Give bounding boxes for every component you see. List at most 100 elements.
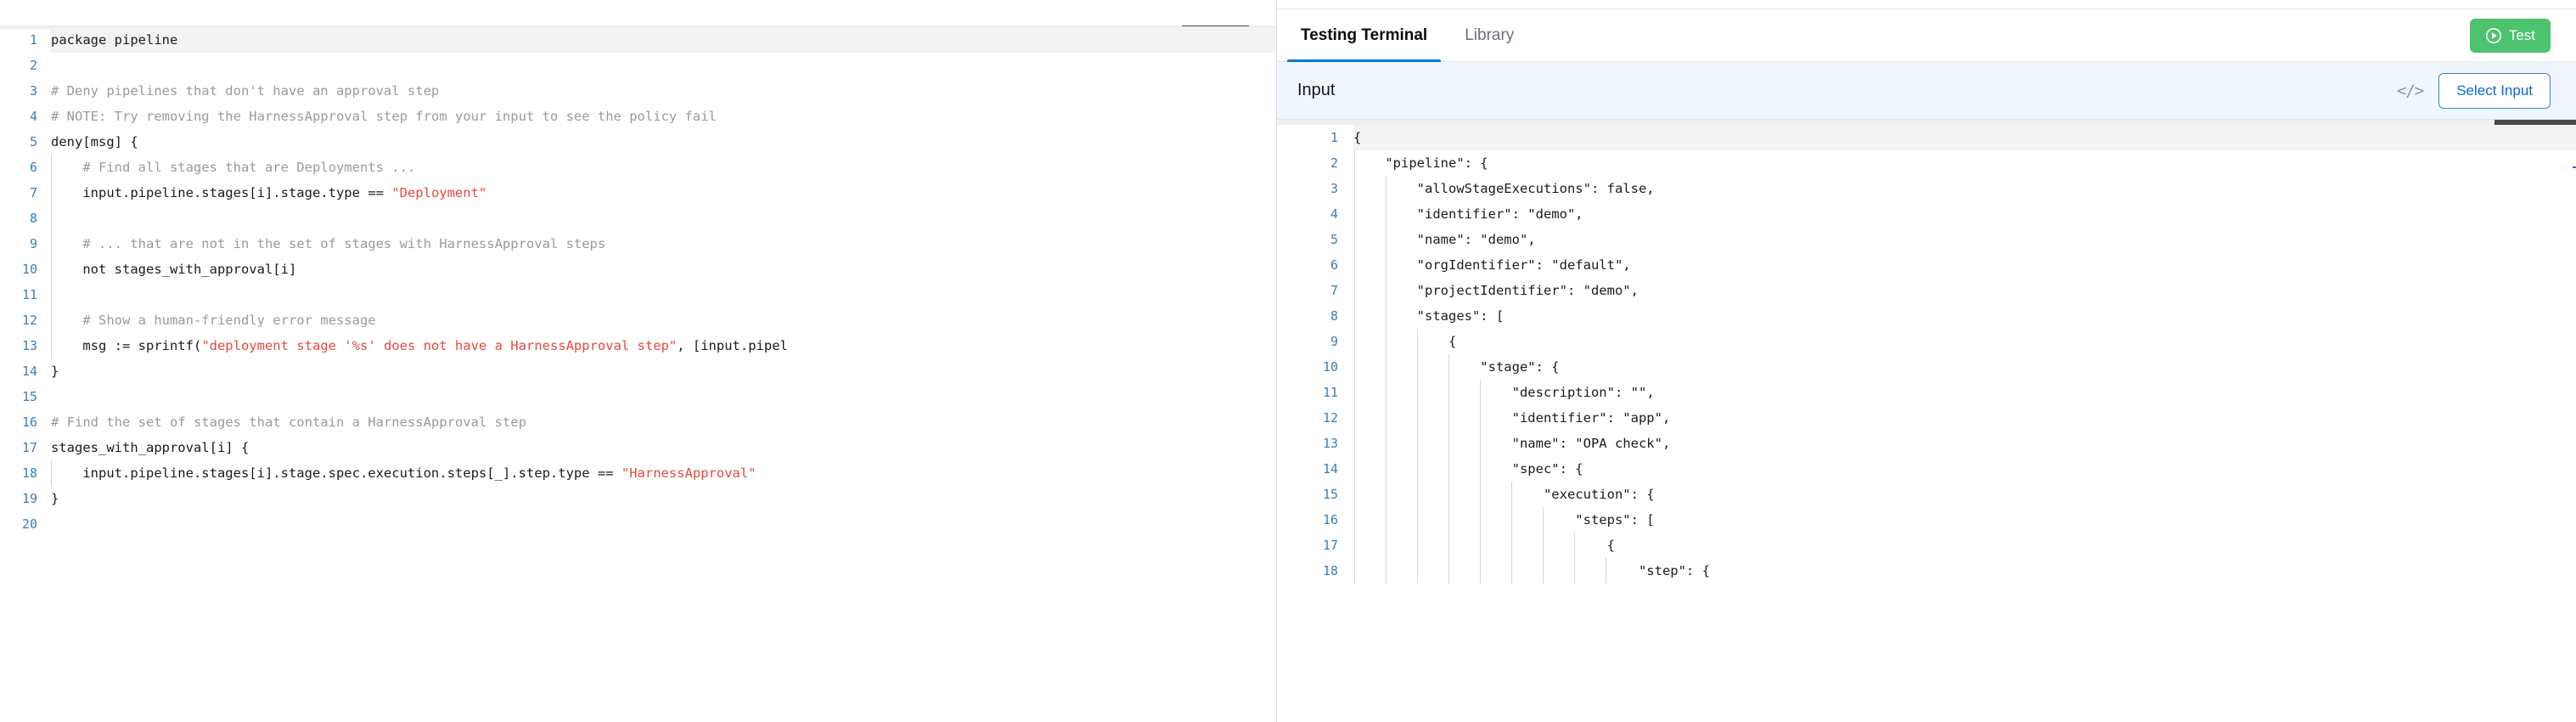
json-line[interactable]: 7 "projectIdentifier": "demo", [1277, 278, 2576, 303]
json-line[interactable]: 14 "spec": { [1277, 456, 2576, 482]
json-line-number: 18 [1322, 563, 1338, 578]
json-line-text: "spec": { [1353, 456, 2576, 482]
line-number: 2 [29, 58, 37, 73]
code-line[interactable]: 9 # ... that are not in the set of stage… [0, 231, 1276, 257]
code-token-ident: , [input.pipel [677, 338, 788, 353]
gutter-gap [37, 78, 50, 104]
json-line-text: "step": { [1353, 558, 2576, 584]
gutter-gap [37, 27, 50, 53]
json-line[interactable]: 6 "orgIdentifier": "default", [1277, 252, 2576, 278]
code-line[interactable]: 6 # Find all stages that are Deployments… [0, 155, 1276, 180]
json-line-text: "projectIdentifier": "demo", [1353, 278, 2576, 303]
code-line[interactable]: 11 [0, 282, 1276, 307]
json-token: { [1353, 334, 1457, 349]
code-line-text: input.pipeline.stages[i].stage.type == "… [50, 180, 1276, 206]
code-token-ident: stages_with_approval[i] { [51, 440, 250, 455]
test-button[interactable]: Test [2469, 18, 2551, 53]
json-line-number: 5 [1330, 232, 1338, 247]
select-input-button[interactable]: Select Input [2438, 72, 2551, 109]
tab-library[interactable]: Library [1446, 9, 1533, 62]
line-number: 18 [21, 465, 37, 481]
indent-guide [1448, 354, 1449, 380]
code-line[interactable]: 7 input.pipeline.stages[i].stage.type ==… [0, 180, 1276, 206]
indent-guide [1448, 533, 1449, 558]
json-line[interactable]: 8 "stages": [ [1277, 303, 2576, 329]
json-gutter-gap [1338, 482, 1353, 507]
tab-testing-terminal[interactable]: Testing Terminal [1282, 9, 1446, 63]
code-line[interactable]: 13 msg := sprintf("deployment stage '%s'… [0, 333, 1276, 358]
json-line[interactable]: 1{ [1277, 125, 2576, 150]
indent-guide [1448, 405, 1449, 431]
code-line[interactable]: 2 [0, 53, 1276, 78]
indent-guide [51, 155, 52, 180]
code-line-text: # Show a human-friendly error message [50, 307, 1276, 333]
code-line[interactable]: 18 input.pipeline.stages[i].stage.spec.e… [0, 460, 1276, 486]
json-token: "identifier": "demo", [1353, 206, 1583, 222]
line-number: 11 [21, 287, 37, 302]
line-number: 15 [21, 389, 37, 404]
json-horizontal-scroll-track[interactable] [1277, 120, 2576, 125]
indent-guide [1417, 380, 1418, 405]
indent-guide [1354, 354, 1355, 380]
code-line[interactable]: 8 [0, 206, 1276, 231]
json-line[interactable]: 17 { [1277, 533, 2576, 558]
code-line-text: not stages_with_approval[i] [50, 257, 1276, 282]
json-line[interactable]: 5 "name": "demo", [1277, 227, 2576, 252]
page-scroll-nub[interactable] [2573, 166, 2576, 168]
json-code-area[interactable]: 1{2 "pipeline": {3 "allowStageExecutions… [1277, 125, 2576, 722]
code-line[interactable]: 10 not stages_with_approval[i] [0, 257, 1276, 282]
code-line[interactable]: 15 [0, 384, 1276, 409]
json-line[interactable]: 11 "description": "", [1277, 380, 2576, 405]
json-line[interactable]: 15 "execution": { [1277, 482, 2576, 507]
code-token-cmt: # Show a human-friendly error message [51, 313, 376, 328]
indent-guide [51, 257, 52, 282]
json-gutter-gap [1338, 252, 1353, 278]
json-line-number: 13 [1322, 436, 1338, 451]
json-token: "pipeline": { [1353, 155, 1488, 171]
indent-guide [1354, 482, 1355, 507]
json-line-text: { [1353, 329, 2576, 354]
indent-guide [51, 231, 52, 257]
code-line-text: # Find the set of stages that contain a … [50, 409, 1276, 435]
json-line[interactable]: 16 "steps": [ [1277, 507, 2576, 533]
code-line[interactable]: 19} [0, 486, 1276, 511]
json-line[interactable]: 9 { [1277, 329, 2576, 354]
gutter-gap [37, 129, 50, 155]
indent-guide [1417, 558, 1418, 584]
code-line[interactable]: 16# Find the set of stages that contain … [0, 409, 1276, 435]
line-number: 8 [29, 211, 37, 226]
code-line[interactable]: 20 [0, 511, 1276, 537]
code-line[interactable]: 14} [0, 358, 1276, 384]
indent-guide [1448, 507, 1449, 533]
indent-guide [1574, 558, 1575, 584]
code-brackets-icon[interactable]: </> [2396, 81, 2424, 100]
json-line[interactable]: 12 "identifier": "app", [1277, 405, 2576, 431]
gutter-gap [37, 155, 50, 180]
indent-guide [1354, 252, 1355, 278]
indent-guide [1354, 507, 1355, 533]
json-horizontal-scrollbar[interactable] [2494, 120, 2576, 125]
testing-terminal-pane: Testing Terminal Library Test Input </> [1277, 0, 2576, 722]
code-line[interactable]: 12 # Show a human-friendly error message [0, 307, 1276, 333]
json-line[interactable]: 18 "step": { [1277, 558, 2576, 584]
json-line[interactable]: 13 "name": "OPA check", [1277, 431, 2576, 456]
line-number: 13 [21, 338, 37, 353]
gutter-gap [37, 307, 50, 333]
json-token: "step": { [1353, 563, 1710, 578]
code-line[interactable]: 4# NOTE: Try removing the HarnessApprova… [0, 104, 1276, 129]
code-token-cmt: # Find the set of stages that contain a … [51, 415, 526, 430]
json-line-text: "steps": [ [1353, 507, 2576, 533]
json-line[interactable]: 10 "stage": { [1277, 354, 2576, 380]
json-gutter-gap [1338, 354, 1353, 380]
json-line[interactable]: 3 "allowStageExecutions": false, [1277, 176, 2576, 201]
json-line[interactable]: 2 "pipeline": { [1277, 150, 2576, 176]
json-line-number: 2 [1330, 155, 1338, 171]
code-token-ident: package pipeline [51, 32, 178, 48]
json-gutter-gap [1338, 456, 1353, 482]
json-line[interactable]: 4 "identifier": "demo", [1277, 201, 2576, 227]
code-line[interactable]: 3# Deny pipelines that don't have an app… [0, 78, 1276, 104]
